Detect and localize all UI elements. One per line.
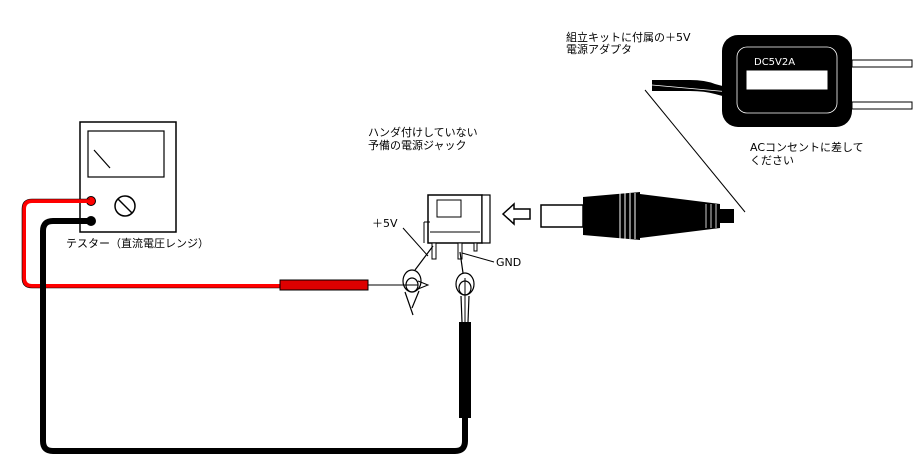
adapter-label-line1: 組立キットに付属の＋5V: [566, 31, 691, 44]
adapter-rating-text: DC5V2A: [754, 57, 796, 68]
dc-plug: [540, 192, 734, 240]
plus-clip: [402, 245, 434, 316]
jack-label-line2: 予備の電源ジャック: [368, 139, 467, 152]
ac-label-line1: ACコンセントに差して: [750, 141, 864, 154]
power-jack: [423, 194, 491, 260]
power-adapter: [722, 35, 913, 127]
ac-label-line2: ください: [750, 154, 794, 167]
gnd-leader: [461, 252, 495, 263]
range-dial-pointer: [117, 198, 133, 214]
plus5v-label: ＋5V: [372, 217, 398, 230]
plug-strain-relief: [640, 194, 720, 238]
plus5v-leader: [402, 227, 429, 257]
plug-tip: [540, 204, 584, 228]
cable-break-line: [644, 89, 746, 213]
plug-body: [583, 192, 640, 240]
tester-meter-window: [87, 130, 165, 178]
red-lead-outline: [21, 198, 282, 289]
jack-rim: [481, 194, 491, 244]
adapter-prong-bottom: [851, 101, 913, 110]
gnd-clip: [455, 251, 475, 323]
adapter-cable: [652, 80, 730, 98]
adapter-label-box: [745, 69, 829, 91]
black-probe: [459, 322, 471, 418]
meter-needle-icon: [93, 149, 111, 169]
jack-pin-gnd: [457, 242, 463, 260]
adapter-prong-top: [851, 59, 913, 68]
red-probe: [279, 279, 369, 291]
jack-front: [436, 199, 462, 218]
gnd-label: GND: [496, 256, 522, 269]
tester: [79, 121, 177, 233]
jack-pin-side: [473, 242, 478, 252]
jack-pin-plus: [431, 242, 437, 260]
jack-label-line1: ハンダ付けしていない: [368, 126, 478, 139]
tester-label: テスター（直流電圧レンジ）: [66, 237, 209, 250]
black-lead-wire: [40, 218, 468, 454]
red-lead-wire: [22, 199, 282, 288]
adapter-label-line2: 電源アダプタ: [566, 43, 632, 56]
insert-arrow-icon: [501, 202, 531, 226]
